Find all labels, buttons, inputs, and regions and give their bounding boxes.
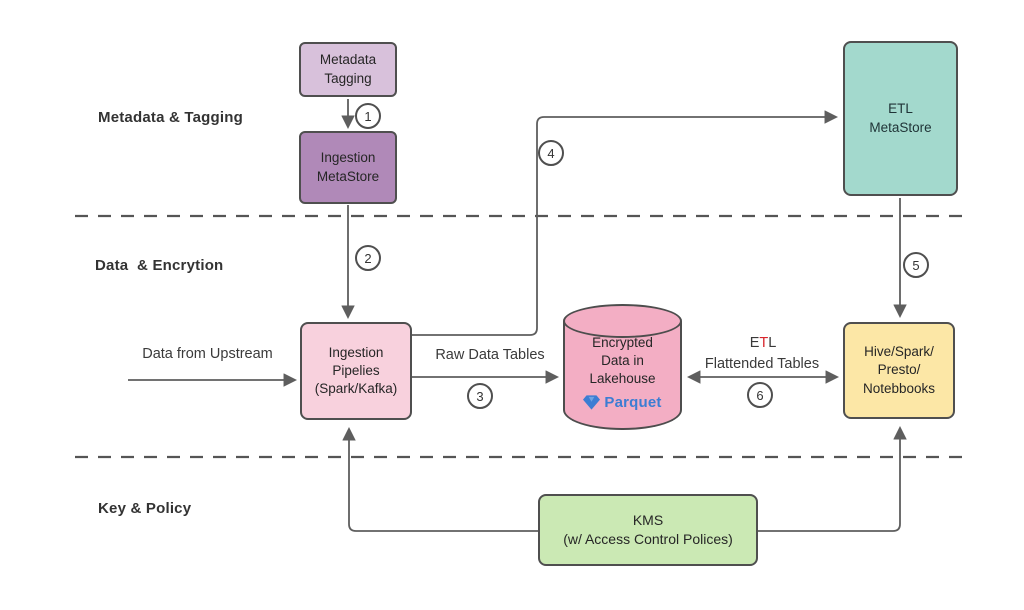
node-text-line: KMS	[632, 512, 664, 529]
cylinder-body	[563, 321, 682, 430]
edge-pipelines-to-etl-metastore	[412, 110, 839, 336]
parquet-logo-text: Parquet	[604, 393, 662, 411]
node-text-line: Data in	[601, 353, 644, 369]
node-text-line: Pipelies	[332, 362, 380, 378]
node-etl-metastore: ETL MetaStore	[843, 41, 958, 196]
step-badge-4: 4	[538, 140, 564, 166]
step-badge-5: 5	[903, 252, 929, 278]
node-text-line: Tagging	[324, 70, 372, 86]
step-badge-6: 6	[747, 382, 773, 408]
parquet-diamond-icon	[583, 395, 601, 410]
cylinder-text: Encrypted Data in Lakehouse Parquet	[563, 334, 682, 413]
step-badge-2: 2	[355, 245, 381, 271]
node-text-line: Ingestion	[320, 150, 376, 166]
node-text-line: (w/ Access Control Polices)	[563, 531, 733, 547]
section-label-metadata-tagging: Metadata & Tagging	[98, 109, 243, 126]
node-text-line: Notebbooks	[862, 380, 936, 396]
edge-kms-to-pipelines	[342, 426, 538, 532]
section-label-key-policy: Key & Policy	[98, 500, 192, 517]
node-text-line: Presto/	[877, 362, 921, 378]
etl-letter-l: L	[768, 335, 777, 351]
node-text-line: MetaStore	[316, 168, 380, 184]
node-ingestion-metastore: Ingestion MetaStore	[299, 131, 397, 204]
edge-label-data-from-upstream: Data from Upstream	[142, 346, 273, 362]
node-text-line: ETL	[888, 101, 913, 117]
node-text-line: Metadata	[319, 52, 377, 68]
edge-label-raw-data-tables: Raw Data Tables	[435, 347, 545, 363]
parquet-logo: Parquet	[563, 393, 682, 413]
step-badge-1: 1	[355, 103, 381, 129]
node-metadata-tagging: Metadata Tagging	[299, 42, 397, 97]
node-encrypted-lakehouse: Encrypted Data in Lakehouse Parquet	[563, 304, 682, 430]
section-label-data-encryption: Data & Encrytion	[95, 257, 224, 274]
cylinder-top	[563, 304, 682, 338]
node-text-line: Ingestion	[328, 344, 384, 360]
node-text-line: Lakehouse	[589, 371, 656, 387]
node-text-line: (Spark/Kafka)	[314, 381, 398, 397]
etl-letter-t: T	[759, 335, 769, 351]
node-text-line: MetaStore	[869, 119, 932, 135]
edge-kms-to-hive	[758, 425, 907, 532]
node-kms: KMS (w/ Access Control Polices)	[538, 494, 758, 566]
node-ingestion-pipelines: Ingestion Pipelies (Spark/Kafka)	[300, 322, 412, 420]
step-badge-3: 3	[467, 383, 493, 409]
node-hive-spark-presto-notebooks: Hive/Spark/ Presto/ Notebbooks	[843, 322, 955, 419]
etl-letter-e: E	[749, 335, 760, 351]
node-text-line: Hive/Spark/	[864, 344, 934, 360]
edge-label-flattened-tables: Flattended Tables	[704, 356, 820, 372]
edge-label-etl: ETL	[713, 335, 813, 351]
node-text-line: Encrypted	[592, 335, 653, 350]
